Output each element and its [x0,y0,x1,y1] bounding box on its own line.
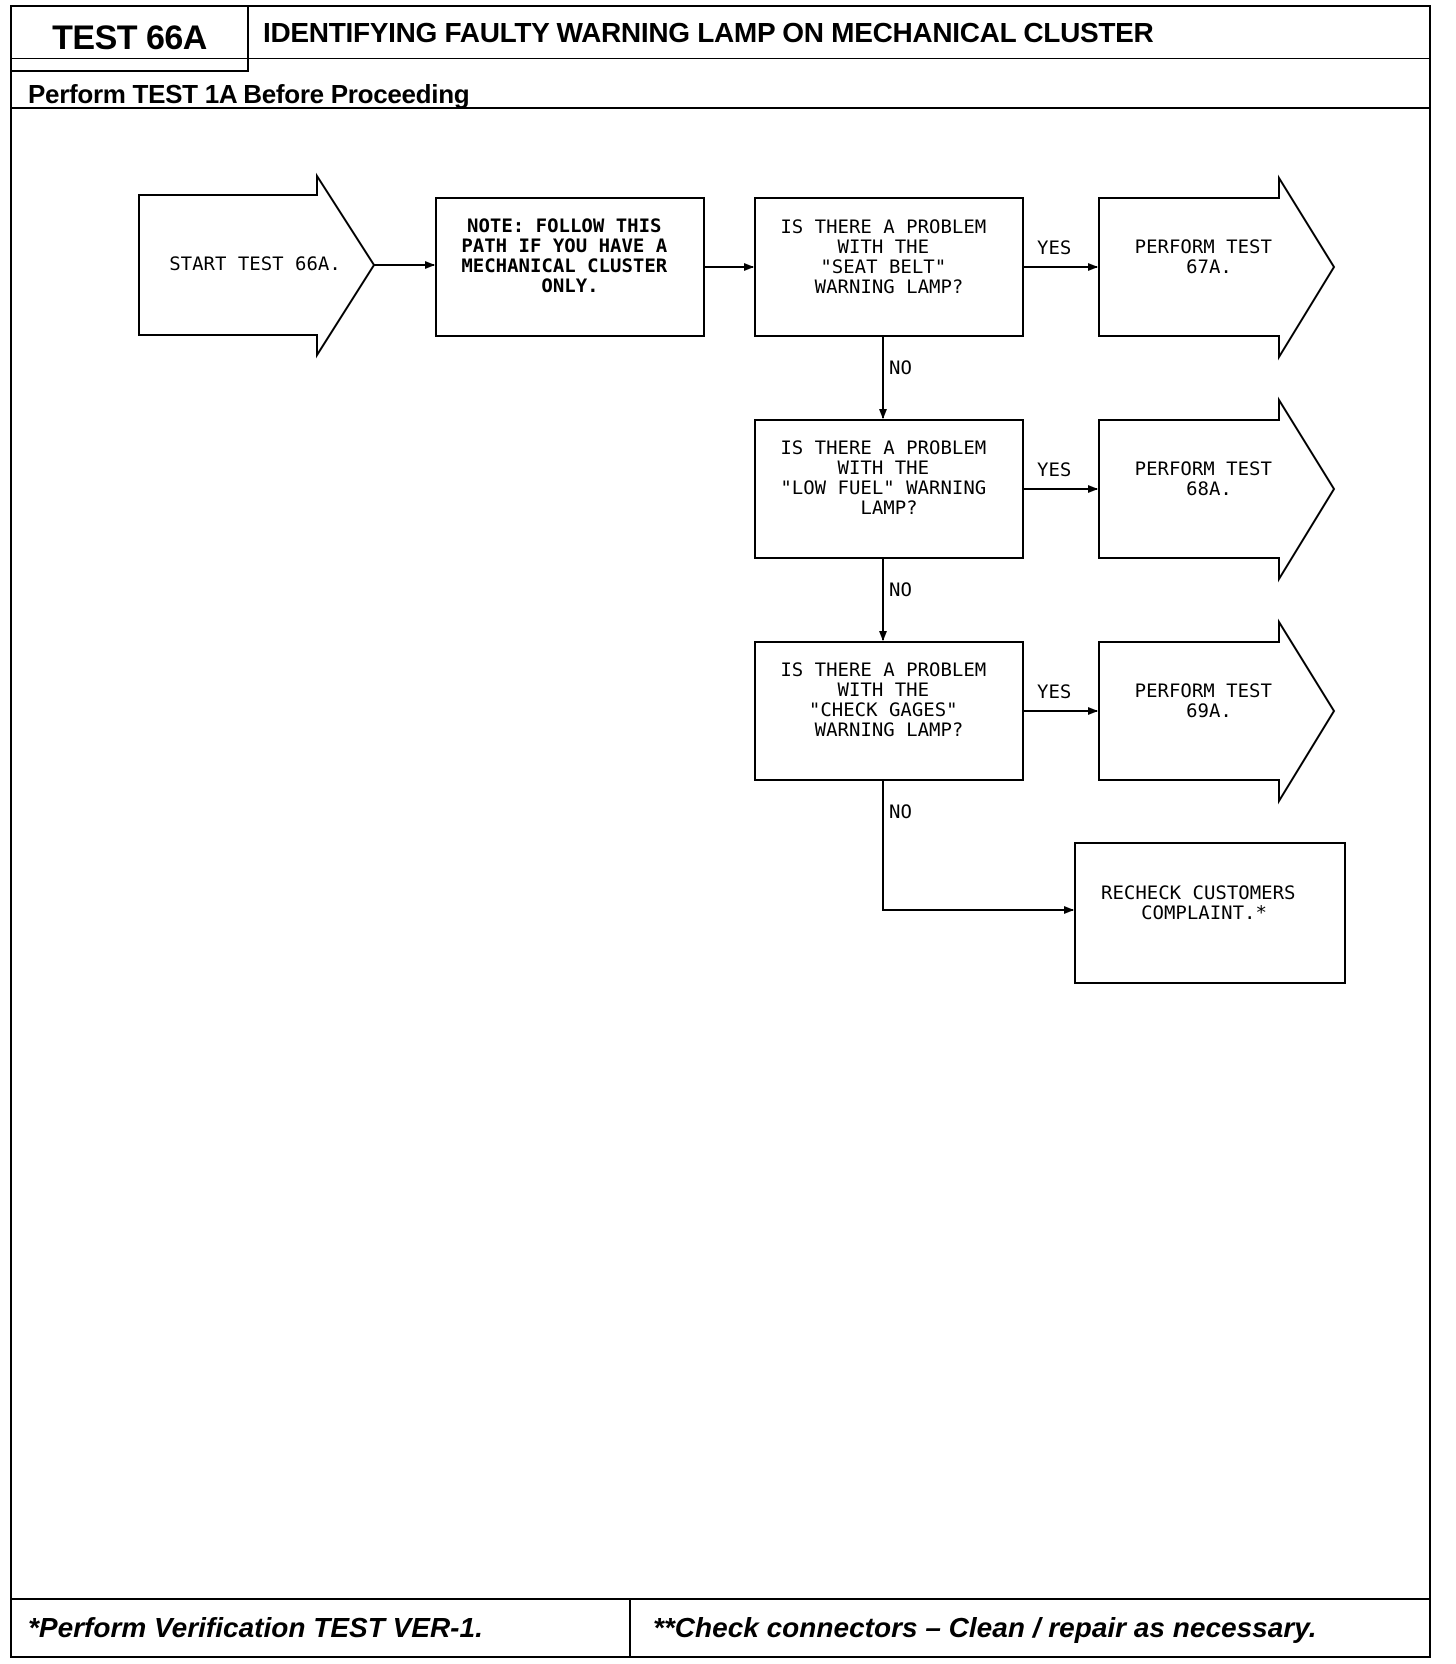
question-text-check-gages: IS THERE A PROBLEM WITH THE "CHECK GAGES… [780,659,997,741]
note-line: ONLY. [541,275,598,297]
start-line: START TEST 66A. [169,253,341,275]
yes-label: YES [1037,459,1071,481]
q1-line: IS THERE A PROBLEM [780,216,986,238]
test-title: IDENTIFYING FAULTY WARNING LAMP ON MECHA… [263,17,1154,48]
start-text: START TEST 66A. [169,253,341,275]
no-label: NO [889,357,912,379]
footer-connector-note: **Check connectors – Clean / repair as n… [653,1612,1317,1643]
q2-line: WITH THE [838,457,930,479]
start-arrow-shape [138,172,376,359]
q3-line: WARNING LAMP? [815,719,964,741]
note-line: PATH IF YOU HAVE A [461,235,667,257]
question-text-seat-belt: IS THERE A PROBLEM WITH THE "SEAT BELT" … [780,216,997,298]
header-bottom-rule [12,107,1429,109]
yes-label: YES [1037,681,1071,703]
r1-line: 67A. [1186,256,1232,278]
recheck-text: RECHECK CUSTOMERS COMPLAINT.* [1101,882,1307,924]
r3-line: PERFORM TEST [1135,680,1272,702]
q1-line: WARNING LAMP? [815,276,964,298]
result-arrow-68a [1098,396,1336,583]
r2-line: PERFORM TEST [1135,458,1272,480]
q3-line: "CHECK GAGES" [809,699,958,721]
question-text-low-fuel: IS THERE A PROBLEM WITH THE "LOW FUEL" W… [780,437,997,519]
recheck-box [1074,842,1346,984]
q2-line: IS THERE A PROBLEM [780,437,986,459]
result-arrow-69a [1098,618,1336,805]
q2-line: "LOW FUEL" WARNING [780,477,986,499]
r3-line: 69A. [1186,700,1232,722]
final-line: COMPLAINT.* [1141,902,1267,924]
prerequisite-note: Perform TEST 1A Before Proceeding [28,79,470,109]
q3-line: IS THERE A PROBLEM [780,659,986,681]
header-divider [12,7,1429,59]
q1-line: WITH THE [838,236,930,258]
test-procedure-frame: TEST 66A IDENTIFYING FAULTY WARNING LAMP… [10,5,1431,1658]
footer: *Perform Verification TEST VER-1. **Chec… [12,1598,1429,1656]
note-line: NOTE: FOLLOW THIS [467,215,661,237]
connector-q3-no [882,780,1074,914]
result-text-67a: PERFORM TEST 67A. [1135,236,1284,278]
r2-line: 68A. [1186,478,1232,500]
result-text-68a: PERFORM TEST 68A. [1135,458,1284,500]
result-arrow-67a [1098,174,1336,361]
yes-label: YES [1037,237,1071,259]
q3-line: WITH THE [838,679,930,701]
no-label: NO [889,579,912,601]
r1-line: PERFORM TEST [1135,236,1272,258]
final-line: RECHECK CUSTOMERS [1101,882,1295,904]
result-text-69a: PERFORM TEST 69A. [1135,680,1284,722]
note-line: MECHANICAL CLUSTER [461,255,667,277]
note-text: NOTE: FOLLOW THIS PATH IF YOU HAVE A MEC… [461,215,678,297]
q1-line: "SEAT BELT" [820,256,946,278]
test-id: TEST 66A [12,7,249,72]
no-label: NO [889,801,912,823]
q2-line: LAMP? [860,497,917,519]
footer-verification-note: *Perform Verification TEST VER-1. [12,1600,631,1656]
